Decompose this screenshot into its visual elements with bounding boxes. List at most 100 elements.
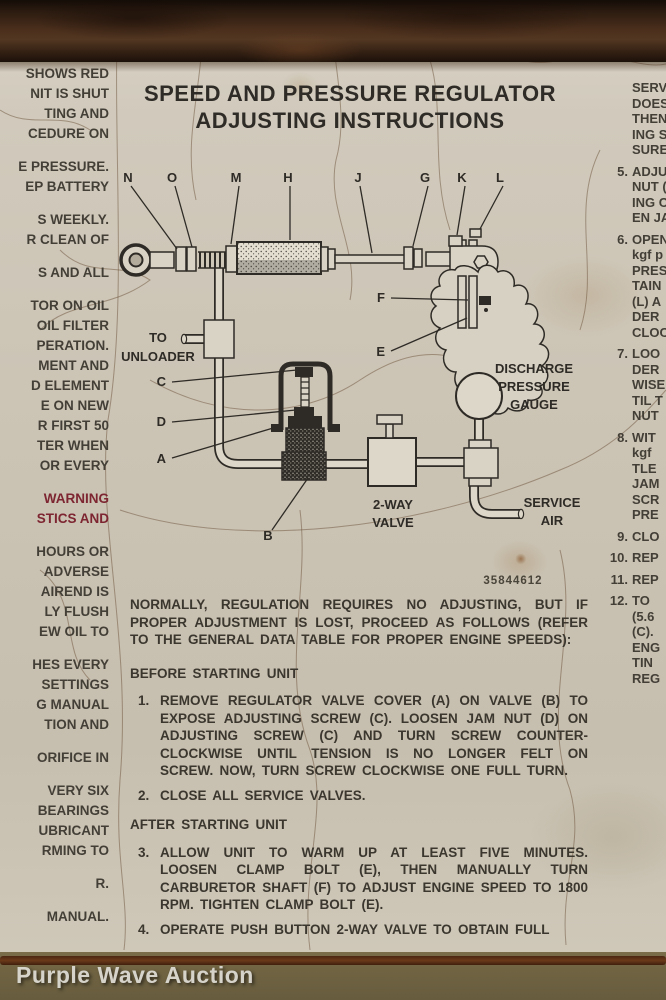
instruction-step: 1. REMOVE REGULATOR VALVE COVER (A) ON V…: [130, 692, 588, 780]
left-column-line: SETTINGS: [41, 677, 109, 692]
right-column-line-number: [604, 507, 632, 523]
right-column-line-text: WIT: [632, 429, 656, 445]
title-line-2: ADJUSTING INSTRUCTIONS: [195, 108, 505, 133]
step-number: 4.: [138, 921, 150, 937]
right-column-line-text: TO: [632, 593, 650, 608]
right-column-line-number: 7.: [617, 346, 628, 361]
right-column-line-text: ENG: [632, 639, 661, 655]
right-column-line: JAM: [604, 476, 666, 492]
right-column-line-text: kgf p: [632, 247, 664, 262]
instruction-step: 3. ALLOW UNIT TO WARM UP AT LEAST FIVE M…: [130, 844, 588, 914]
left-column-line: OR EVERY: [39, 458, 109, 473]
right-column-line-text: REP: [632, 550, 659, 565]
carburetor-body: [430, 264, 550, 415]
left-placard-column: SHOWS RED NIT IS SHUT TING AND CEDURE ON…: [0, 64, 112, 927]
right-column-line: THEN: [604, 111, 666, 127]
right-column-line-number: [604, 377, 632, 393]
right-column-line-text: ADJU: [632, 163, 666, 179]
step-number: 2.: [138, 787, 150, 803]
right-column-line-number: [604, 655, 632, 671]
svg-text:AIR: AIR: [541, 513, 564, 528]
right-column-line-text: ING C: [632, 194, 666, 210]
regulator-diagram: N O M H J G K L F E C: [119, 170, 581, 587]
right-column-line-number: [604, 142, 632, 158]
right-column-line: TIL T: [604, 393, 666, 409]
right-column-line-text: NUT: [632, 408, 659, 423]
right-column-line-text: OPEN: [632, 231, 666, 247]
left-column-line: TION AND: [44, 717, 109, 732]
top-label-leaders: [130, 185, 504, 254]
right-column-line-text: TAIN: [632, 278, 662, 293]
right-column-line-number: [604, 393, 632, 409]
top-labels: N O M H J G K L: [123, 170, 504, 185]
right-column-line-number: [604, 247, 632, 263]
svg-text:M: M: [231, 170, 242, 185]
before-steps: 1. REMOVE REGULATOR VALVE COVER (A) ON V…: [130, 692, 588, 804]
svg-text:H: H: [283, 170, 292, 185]
svg-text:UNLOADER: UNLOADER: [121, 349, 195, 364]
right-column-line-number: [604, 609, 632, 625]
right-column-line: 6. OPEN: [604, 232, 666, 248]
left-column-line: E PRESSURE.: [18, 159, 109, 174]
svg-text:L: L: [496, 170, 504, 185]
right-column-line-text: THEN: [632, 111, 666, 126]
left-column-line: S AND ALL: [38, 265, 109, 280]
right-column-line-text: REP: [632, 571, 659, 587]
right-column-line: DER: [604, 309, 666, 325]
right-column-line-number: [604, 278, 632, 294]
svg-text:PRESSURE: PRESSURE: [498, 379, 570, 394]
step-number: 3.: [138, 844, 150, 860]
right-column-line-number: [604, 195, 632, 211]
left-column-line: MANUAL.: [46, 909, 109, 924]
callout-labels: F E C D A B: [157, 290, 386, 543]
left-column-line: TING AND: [44, 106, 109, 121]
right-column-line-text: CLOC: [632, 324, 666, 340]
right-column-line-number: [604, 263, 632, 279]
left-column-line: ORIFICE IN: [36, 750, 109, 765]
svg-text:N: N: [123, 170, 132, 185]
step-text: ALLOW UNIT TO WARM UP AT LEAST FIVE MINU…: [160, 844, 588, 913]
left-column-line: D ELEMENT: [30, 378, 109, 393]
right-column-line-text: PRES: [632, 262, 666, 278]
before-starting-heading: BEFORE STARTING UNIT: [130, 665, 299, 681]
left-column-line: BEARINGS: [37, 803, 109, 818]
left-column-line: ADVERSE: [43, 564, 109, 579]
svg-text:O: O: [167, 170, 177, 185]
right-column-line-number: [604, 96, 632, 112]
svg-text:E: E: [376, 344, 385, 359]
right-column-line: SURE: [604, 142, 666, 158]
right-column-line-text: SURE: [632, 142, 666, 157]
right-column-line-text: TLE: [632, 460, 657, 476]
right-column-line: 11. REP: [604, 572, 666, 588]
svg-text:B: B: [263, 528, 272, 543]
right-column-line-text: DOES: [632, 95, 666, 111]
left-column-line: OIL FILTER: [36, 318, 109, 333]
right-column-line-number: 11.: [610, 571, 628, 587]
step-text: REMOVE REGULATOR VALVE COVER (A) ON VALV…: [160, 693, 588, 778]
step-text: OPERATE PUSH BUTTON 2-WAY VALVE TO OBTAI…: [160, 921, 550, 937]
instruction-step: 4. OPERATE PUSH BUTTON 2-WAY VALVE TO OB…: [130, 921, 588, 939]
right-column-line: ING S: [604, 127, 666, 143]
left-column-line: WARNING: [43, 491, 109, 506]
right-column-line: 12. TO: [604, 593, 666, 609]
right-column-line: 10. REP: [604, 550, 666, 566]
svg-text:TO: TO: [149, 330, 167, 345]
right-column-line: DOES: [604, 96, 666, 112]
right-column-line-number: 5.: [617, 163, 628, 179]
left-column-line: E ON NEW: [40, 398, 109, 413]
svg-text:VALVE: VALVE: [372, 515, 414, 530]
metal-frame-top: [0, 0, 666, 62]
left-column-line: G MANUAL: [36, 697, 109, 712]
right-column-line: (5.6: [604, 609, 666, 625]
svg-text:GAUGE: GAUGE: [510, 397, 558, 412]
right-column-line-number: [604, 640, 632, 656]
right-column-line-number: [604, 294, 632, 310]
right-column-line-text: WISE: [632, 377, 666, 392]
right-column-line-text: TIL T: [632, 392, 663, 408]
svg-text:F: F: [377, 290, 385, 305]
left-column-line: R CLEAN OF: [26, 232, 110, 247]
step-number: 1.: [138, 693, 150, 708]
instructions-body: NORMALLY, REGULATION REQUIRES NO ADJUSTI…: [130, 596, 588, 950]
right-column-line-text: TIN: [632, 655, 653, 670]
